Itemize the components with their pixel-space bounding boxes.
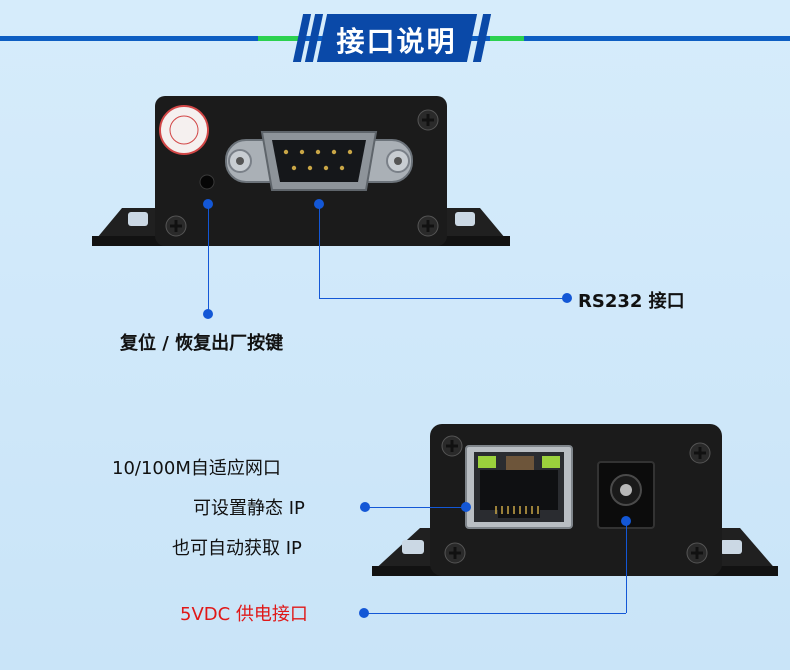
reset-pointer-dot-bottom bbox=[203, 309, 213, 319]
rs232-pointer-vline bbox=[319, 204, 320, 298]
eth-pointer-dot-end bbox=[461, 502, 471, 512]
eth-pointer-hline bbox=[365, 507, 467, 508]
eth-line-1: 10/100M自适应网口 bbox=[112, 458, 281, 479]
rs232-pointer-dot-end bbox=[562, 293, 572, 303]
power-pointer-hline bbox=[364, 613, 626, 614]
header-accent-right bbox=[490, 36, 524, 41]
rs232-pointer-hline bbox=[319, 298, 567, 299]
header-accent-left bbox=[258, 36, 304, 41]
power-pointer-dot-end bbox=[621, 516, 631, 526]
power-label: 5VDC 供电接口 bbox=[180, 604, 308, 625]
power-pointer-vline bbox=[626, 521, 627, 613]
eth-line-2: 可设置静态 IP bbox=[193, 498, 305, 519]
eth-line-3: 也可自动获取 IP bbox=[172, 538, 302, 559]
reset-pointer-line bbox=[208, 204, 209, 314]
reset-label: 复位 / 恢复出厂按键 bbox=[120, 333, 284, 354]
rs232-label: RS232 接口 bbox=[578, 291, 685, 312]
